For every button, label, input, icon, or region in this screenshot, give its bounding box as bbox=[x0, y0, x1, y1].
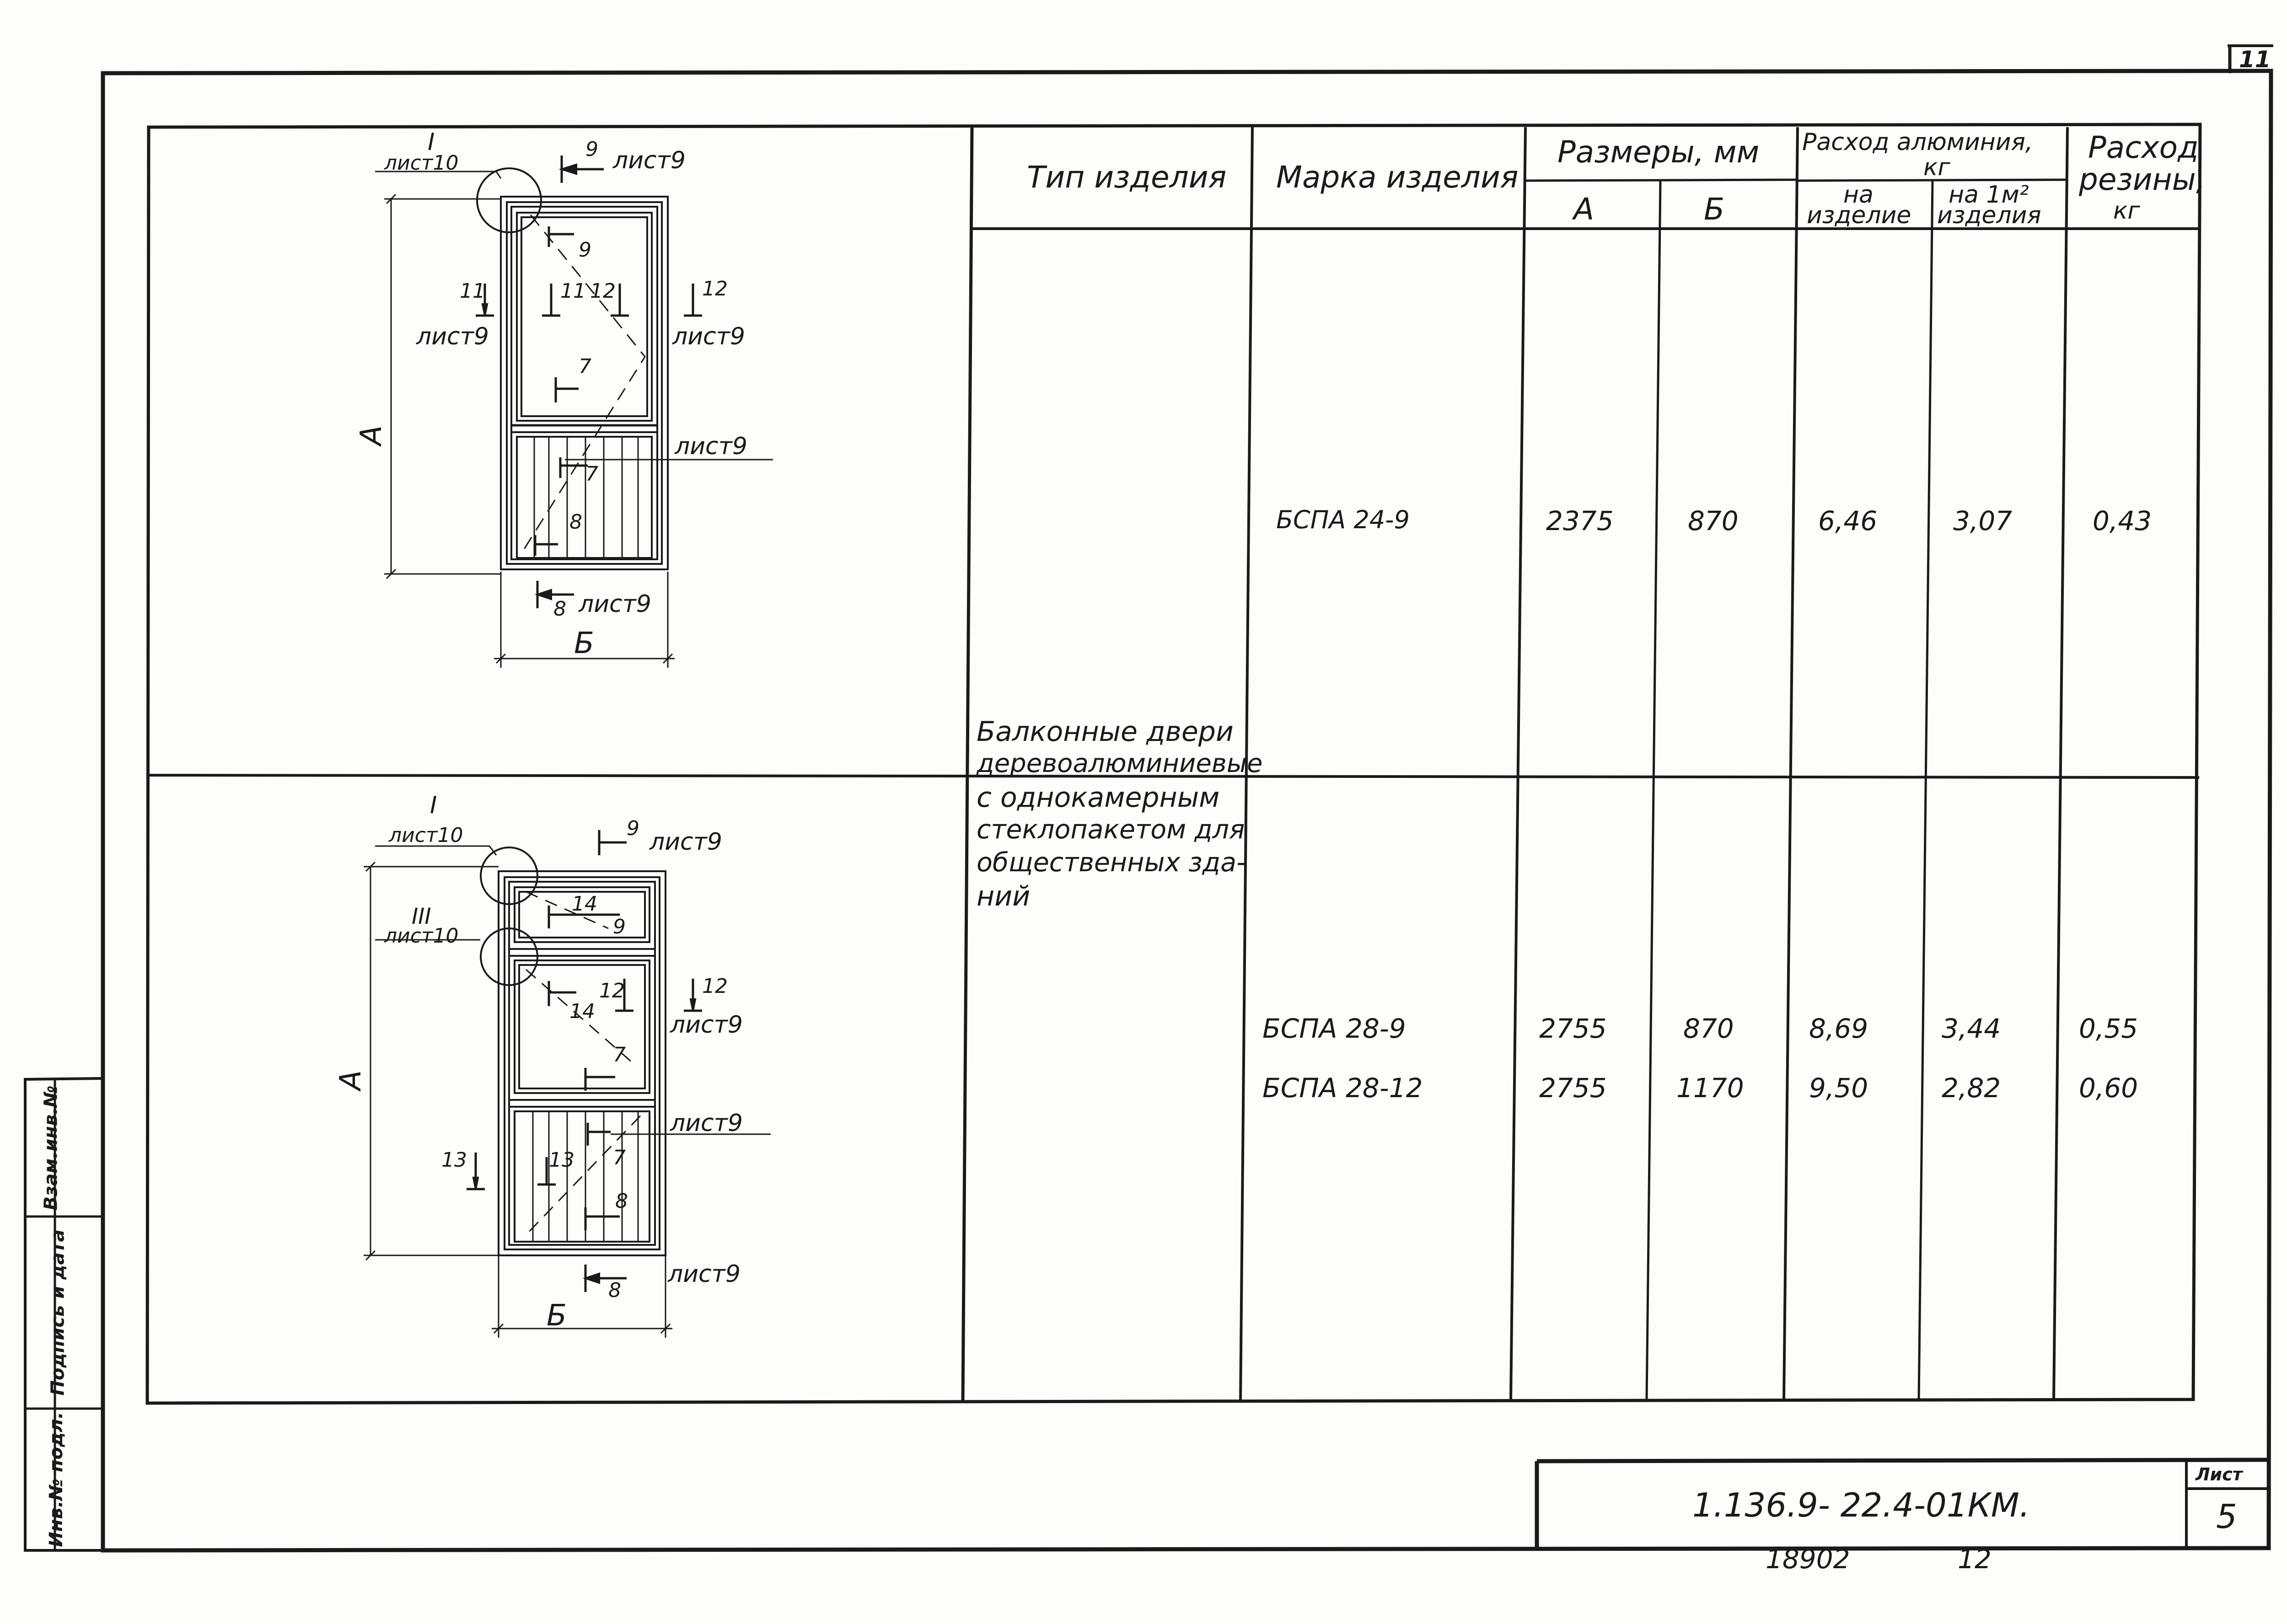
side-inv-podl: Инв.№ подл. bbox=[45, 1412, 67, 1547]
bottom-sec9-inner-num: 9 bbox=[613, 915, 626, 938]
top-dim-a: А bbox=[354, 425, 388, 445]
header-mark: Марка изделия bbox=[1276, 160, 1519, 195]
header-dim-b: Б bbox=[1704, 192, 1725, 227]
bottom-node3-label: III bbox=[412, 904, 431, 929]
bottom-sec12-sheet: лист9 bbox=[670, 1011, 743, 1039]
designation: 1.136.9- 22.4-01КМ. bbox=[1692, 1486, 2030, 1524]
bottom-sec7-lower-num: 7 bbox=[613, 1146, 626, 1169]
sheet-label: Лист bbox=[2196, 1464, 2243, 1485]
cell-mark: БСПА 28-9 bbox=[1262, 1013, 1406, 1044]
header-type: Тип изделия bbox=[1027, 160, 1227, 195]
cell-alu-m2: 3,44 bbox=[1942, 1013, 2001, 1044]
top-sec8-num: 8 bbox=[553, 597, 566, 621]
corner-number: 11 bbox=[2239, 46, 2271, 73]
cell-rubber: 0,55 bbox=[2079, 1013, 2138, 1044]
outer-frame bbox=[101, 69, 2273, 1553]
cell-alu-m2: 3,07 bbox=[1953, 505, 2013, 536]
bottom-sec13-inner-num: 13 bbox=[549, 1148, 574, 1172]
top-sec9-sheet: лист9 bbox=[613, 147, 686, 174]
top-dim-b: Б bbox=[574, 627, 594, 660]
cell-dim-a: 2755 bbox=[1539, 1013, 1607, 1044]
header-rubber-2: резины, bbox=[2079, 162, 2206, 197]
header-alu-line1: Расход алюминия, bbox=[1802, 129, 2033, 156]
top-node-label: I bbox=[428, 129, 435, 156]
bottom-mid-sheet: лист9 bbox=[670, 1109, 743, 1137]
code-left: 18902 bbox=[1766, 1544, 1850, 1575]
header-dim-a: А bbox=[1573, 192, 1594, 227]
top-sec12-sheet: лист9 bbox=[672, 323, 745, 350]
header-alu-m2-1: на 1м² bbox=[1949, 181, 2029, 209]
cell-dim-a: 2755 bbox=[1539, 1072, 1607, 1104]
bottom-sec9-sheet: лист9 bbox=[650, 828, 722, 856]
sheet-number: 5 bbox=[2216, 1497, 2237, 1536]
top-sec12-inner-num: 12 bbox=[590, 279, 616, 303]
top-node-sheet: лист10 bbox=[384, 151, 459, 175]
code-right: 12 bbox=[1958, 1544, 1992, 1575]
cell-mark: БСПА 24-9 bbox=[1276, 505, 1410, 534]
top-sec11-sheet: лист9 bbox=[416, 323, 489, 350]
header-alu-item-2: изделие bbox=[1807, 202, 1911, 229]
bottom-sec8-inner-num: 8 bbox=[615, 1190, 628, 1213]
top-sec9-num: 9 bbox=[585, 138, 598, 161]
cell-dim-b: 870 bbox=[1683, 1013, 1734, 1044]
top-mid-sheet: лист9 bbox=[675, 433, 747, 460]
cell-rubber: 0,43 bbox=[2093, 505, 2152, 536]
door-drawing-top bbox=[375, 155, 773, 668]
header-alu-item-1: на bbox=[1843, 181, 1874, 209]
type-line: стеклопакетом для bbox=[977, 815, 1245, 845]
top-sec7-lower-num: 7 bbox=[585, 462, 598, 486]
side-podpis-data: Подпись и дата bbox=[47, 1229, 69, 1396]
top-sec11-inner-num: 11 bbox=[560, 279, 586, 303]
cell-dim-a: 2375 bbox=[1546, 505, 1614, 536]
header-alu-m2-2: изделия bbox=[1937, 202, 2041, 229]
door-drawing-bottom bbox=[364, 830, 771, 1338]
bottom-sec14-num: 14 bbox=[569, 1000, 595, 1023]
bottom-sec8-sheet: лист9 bbox=[668, 1260, 741, 1288]
table-frame bbox=[145, 123, 2202, 1405]
type-line: деревоалюминиевые bbox=[977, 749, 1263, 778]
bottom-sec12-num: 12 bbox=[702, 975, 728, 998]
cell-rubber: 0,60 bbox=[2079, 1072, 2138, 1104]
cell-mark: БСПА 28-12 bbox=[1262, 1072, 1423, 1104]
type-line: ний bbox=[977, 880, 1031, 912]
bottom-node1-sheet: лист10 bbox=[389, 824, 463, 847]
header-rubber-3: кг bbox=[2113, 197, 2140, 225]
cell-alu-item: 8,69 bbox=[1809, 1013, 1868, 1044]
type-line: Балконные двери bbox=[977, 716, 1234, 748]
bottom-node1-label: I bbox=[430, 792, 437, 819]
top-sec11-num: 11 bbox=[460, 279, 485, 303]
bottom-sec13-num: 13 bbox=[441, 1148, 467, 1172]
top-sec12-num: 12 bbox=[702, 277, 728, 300]
top-sec7-num: 7 bbox=[579, 355, 591, 378]
cell-dim-b: 1170 bbox=[1676, 1072, 1744, 1104]
bottom-sec7-num: 7 bbox=[613, 1043, 626, 1067]
header-alu-line2: кг bbox=[1923, 154, 1950, 181]
top-sec9-inner-num: 9 bbox=[579, 238, 591, 262]
cell-alu-m2: 2,82 bbox=[1942, 1072, 2001, 1104]
cell-alu-item: 9,50 bbox=[1809, 1072, 1868, 1104]
top-sec8-inner-num: 8 bbox=[569, 510, 582, 534]
bottom-node3-sheet: лист10 bbox=[384, 924, 459, 948]
bottom-sec14-inner-num: 14 bbox=[572, 892, 597, 916]
side-vzam-inv: Взам.инв.№ bbox=[40, 1085, 62, 1211]
top-sec8-sheet: лист9 bbox=[579, 590, 651, 618]
header-dims: Размеры, мм bbox=[1557, 134, 1760, 170]
bottom-dim-a: А bbox=[333, 1070, 368, 1090]
bottom-sec8-num: 8 bbox=[608, 1279, 621, 1302]
type-line: общественных зда- bbox=[977, 847, 1246, 878]
cell-alu-item: 6,46 bbox=[1818, 505, 1878, 536]
bottom-sec9-num: 9 bbox=[627, 817, 639, 840]
type-line: с однокамерным bbox=[977, 782, 1220, 814]
cell-dim-b: 870 bbox=[1688, 505, 1739, 536]
bottom-dim-b: Б bbox=[547, 1299, 567, 1333]
header-rubber-1: Расход bbox=[2088, 130, 2199, 165]
bottom-sec12-inner-num: 12 bbox=[599, 979, 625, 1002]
